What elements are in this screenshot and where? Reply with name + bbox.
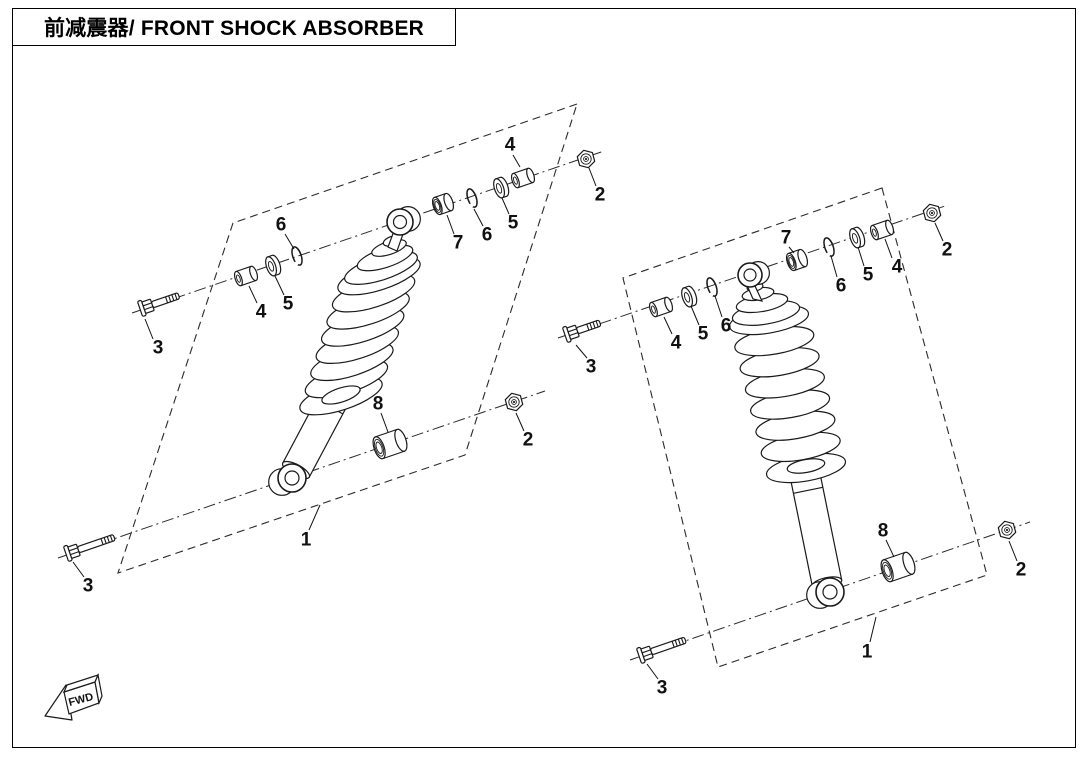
snap-ring <box>466 188 478 208</box>
spacer <box>648 296 674 318</box>
callout-label-4: 4 <box>671 333 682 354</box>
axis-line <box>131 150 605 314</box>
bushing <box>431 192 455 216</box>
callout-label-7: 7 <box>781 228 792 249</box>
callout-label-4: 4 <box>892 257 903 278</box>
shock-eye <box>268 463 307 496</box>
callout-leader <box>308 504 321 531</box>
callout-leader <box>501 197 510 215</box>
callout-label-2: 2 <box>523 430 534 451</box>
flange-nut <box>576 149 596 169</box>
callout-label-8: 8 <box>878 521 889 542</box>
spacer <box>233 265 259 287</box>
callout-label-5: 5 <box>283 294 294 315</box>
axis-line <box>57 390 546 559</box>
bolt <box>63 534 116 562</box>
callout-label-5: 5 <box>863 265 874 286</box>
callout-leader <box>144 318 154 340</box>
callout-leader <box>690 305 700 326</box>
callout-leader <box>869 616 877 643</box>
callout-leader <box>446 214 455 235</box>
callout-label-3: 3 <box>657 678 668 699</box>
callout-label-5: 5 <box>698 324 709 345</box>
fwd-plate-side <box>94 672 103 706</box>
page-title: 前减震器/ FRONT SHOCK ABSORBER <box>43 17 425 40</box>
shock-eye <box>386 206 421 236</box>
callout-leader <box>588 167 597 187</box>
callout-label-1: 1 <box>301 530 312 551</box>
callout-label-6: 6 <box>276 215 287 236</box>
callout-label-3: 3 <box>83 576 94 597</box>
shock-eye <box>737 261 770 288</box>
bolt <box>137 292 180 317</box>
callout-leader <box>857 246 865 267</box>
callout-label-4: 4 <box>505 135 516 156</box>
callout-label-7: 7 <box>453 233 464 254</box>
page-border <box>12 8 1076 748</box>
callout-leader <box>515 412 525 432</box>
bolt <box>636 636 687 664</box>
callout-label-6: 6 <box>836 276 847 297</box>
flange-nut <box>922 203 942 223</box>
callout-leader <box>284 233 295 250</box>
snap-ring <box>291 246 303 266</box>
callout-leader <box>512 154 521 168</box>
spring-seat <box>321 385 361 405</box>
assembly-boundary <box>622 187 988 668</box>
callout-leader <box>72 561 85 578</box>
callout-leader <box>830 255 838 278</box>
sleeve-bushing <box>880 551 916 583</box>
coil-spring <box>728 304 847 484</box>
callout-leader <box>473 208 484 227</box>
callout-label-2: 2 <box>595 185 606 206</box>
title-box: 前减震器/ FRONT SHOCK ABSORBER <box>12 8 456 46</box>
callout-leader <box>380 412 389 433</box>
callout-leader <box>575 344 588 359</box>
callout-leader <box>663 316 673 335</box>
callout-label-5: 5 <box>508 213 519 234</box>
callout-label-8: 8 <box>373 394 384 415</box>
callout-leader <box>274 275 285 296</box>
bushing <box>785 248 809 272</box>
callout-leader <box>884 238 893 259</box>
washer <box>493 176 510 199</box>
washer <box>265 254 282 277</box>
spring-seat <box>786 458 826 474</box>
callout-leader <box>646 663 659 680</box>
shock-assembly-left <box>57 103 605 574</box>
snap-ring <box>823 237 835 257</box>
callout-label-1: 1 <box>862 642 873 663</box>
washer <box>681 285 698 308</box>
flange-nut <box>504 392 524 412</box>
flange-nut <box>997 520 1017 540</box>
sleeve-bushing <box>372 428 408 460</box>
callout-label-2: 2 <box>1016 560 1027 581</box>
shock-eye <box>806 577 845 609</box>
callout-leader <box>934 222 944 242</box>
callout-label-2: 2 <box>942 240 953 261</box>
bolt <box>562 319 602 343</box>
spacer <box>869 219 895 241</box>
washer <box>849 226 866 249</box>
axis-line <box>629 521 1031 661</box>
shock-assembly-right <box>557 187 1031 668</box>
callout-leader <box>788 246 795 254</box>
assembly-boundary <box>117 103 578 574</box>
callout-label-3: 3 <box>586 357 597 378</box>
callout-leader <box>1008 540 1018 562</box>
callout-label-4: 4 <box>256 302 267 323</box>
callout-leader <box>885 539 895 558</box>
callout-label-6: 6 <box>721 316 732 337</box>
callout-label-3: 3 <box>153 338 164 359</box>
callout-leader <box>248 285 258 304</box>
callout-leader <box>714 295 723 318</box>
fwd-marker: FWD <box>44 672 103 721</box>
callout-label-6: 6 <box>482 225 493 246</box>
spacer <box>510 167 536 189</box>
